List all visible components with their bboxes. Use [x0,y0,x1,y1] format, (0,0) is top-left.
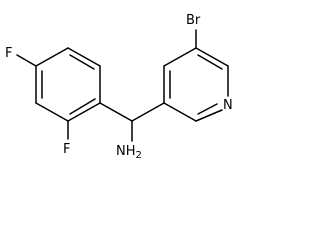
double-bond-inner [197,54,223,70]
amine-label-subscript: 2 [136,150,142,161]
bond [35,47,69,67]
double-bond-inner [69,98,96,115]
bond [195,47,229,67]
bond [163,47,197,67]
amine-label-main: NH [116,144,136,159]
bond-ch-to-pyridine [131,102,165,122]
bond [35,102,69,122]
difluorophenyl-ring [35,47,101,122]
bromine-label: Br [186,13,201,28]
fluorine-top-label: F [5,46,12,61]
fluorine-bottom-label: F [63,142,70,157]
pyridine-nitrogen-label: N [223,98,233,113]
bond-ring-to-ch [99,102,133,122]
pyridine-ring [163,47,229,122]
bond [163,102,197,122]
bond-c-f-top [16,54,37,67]
bond [67,102,101,122]
structure-canvas: Br F F N NH2 [5,13,233,161]
double-bond-inner [197,103,218,115]
bond [195,109,223,122]
amine-label: NH2 [116,144,142,161]
double-bond-inner [69,54,95,70]
bond [67,47,101,67]
molecule-drawing: Br F F N NH2 [5,13,233,161]
